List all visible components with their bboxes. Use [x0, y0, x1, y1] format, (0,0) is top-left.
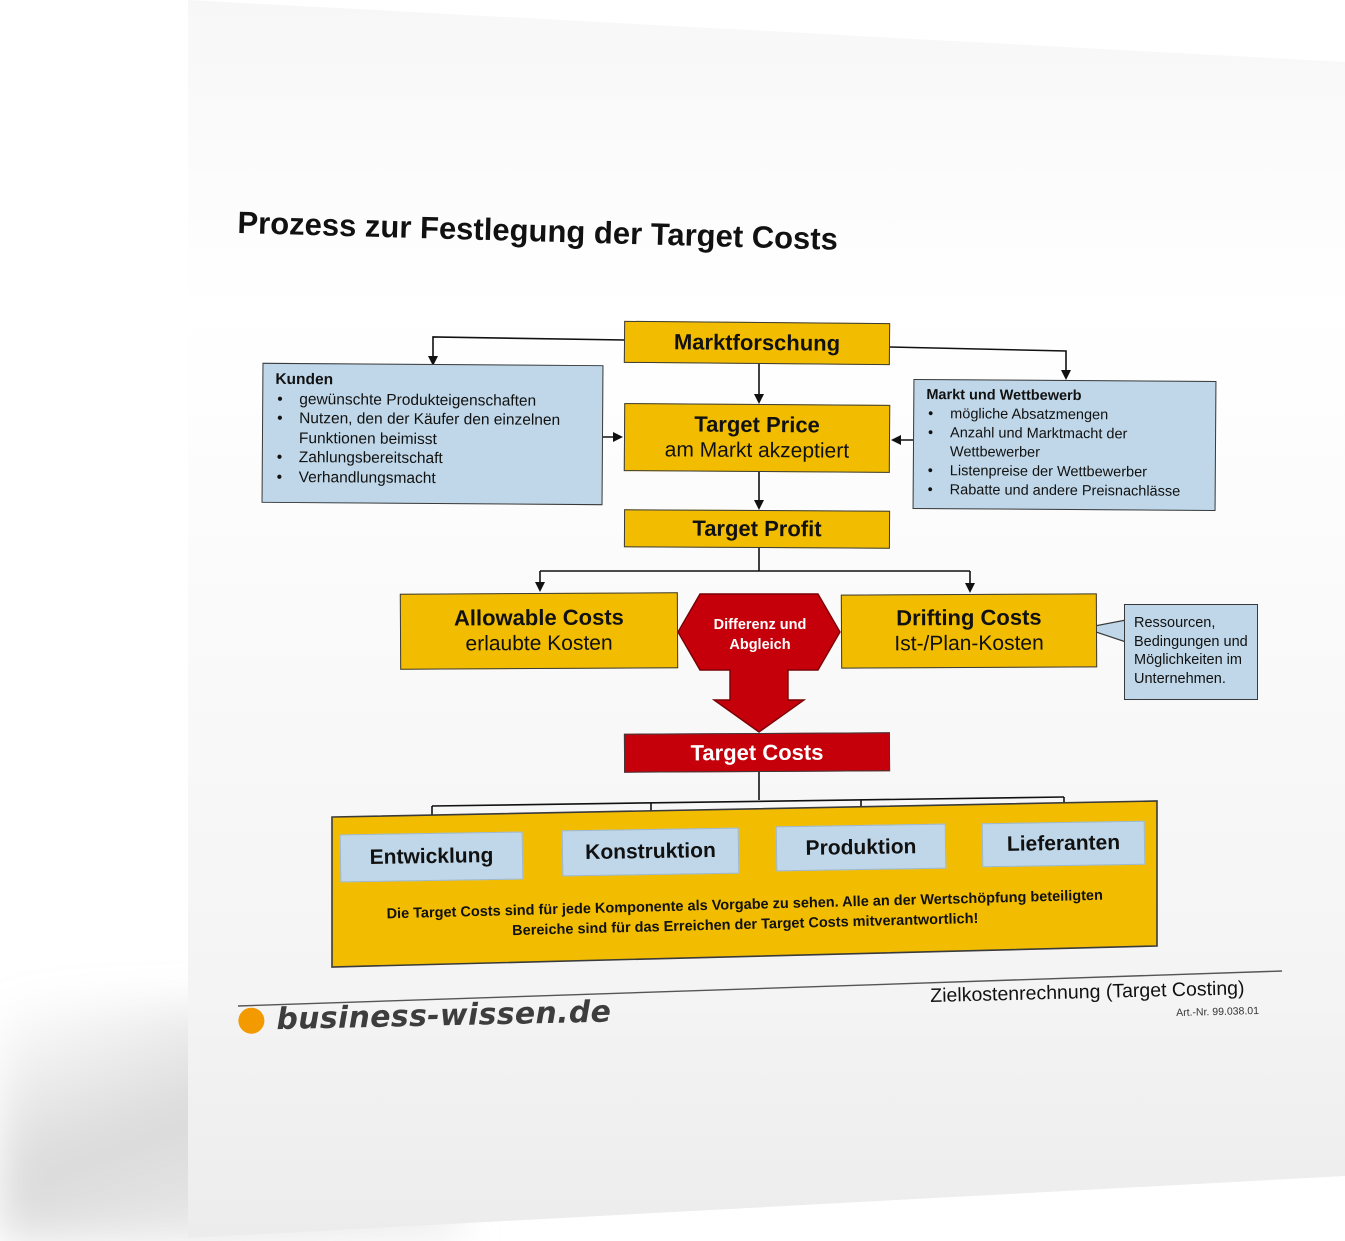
target-costs-label: Target Costs	[690, 739, 824, 765]
department-produktion: Produktion	[775, 823, 947, 872]
department-lieferanten-label: Lieferanten	[1006, 831, 1121, 856]
target-profit-box: Target Profit	[623, 509, 891, 549]
marktforschung-box: Marktforschung	[623, 320, 891, 366]
department-entwicklung-label: Entwicklung	[369, 844, 494, 869]
drifting-costs-title: Drifting Costs	[896, 604, 1042, 631]
drifting-costs-subtitle: Ist-/Plan-Kosten	[894, 631, 1044, 656]
article-number: Art.-Nr. 99.038.01	[1176, 1004, 1260, 1019]
department-produktion-label: Produktion	[805, 834, 917, 860]
target-price-title: Target Price	[694, 411, 820, 438]
logo-dot-icon	[238, 1006, 265, 1034]
kunden-item: Zahlungsbereitschaft	[275, 448, 592, 470]
ressourcen-callout	[1124, 604, 1258, 700]
markt-heading: Markt und Wettbewerb	[926, 387, 1082, 405]
allowable-costs-box: Allowable Costs erlaubte Kosten	[399, 592, 679, 670]
drifting-costs-box: Drifting Costs Ist-/Plan-Kosten	[840, 593, 1098, 669]
allowable-costs-subtitle: erlaubte Kosten	[465, 631, 613, 656]
kunden-list: gewünschte Produkteigenschaften Nutzen, …	[275, 389, 593, 489]
department-konstruktion-label: Konstruktion	[584, 838, 716, 865]
kunden-box: Kunden gewünschte Produkteigenschaften N…	[261, 362, 604, 506]
department-konstruktion: Konstruktion	[561, 827, 740, 877]
difference-label: Differenz und Abgleich	[697, 615, 823, 655]
marktforschung-label: Marktforschung	[673, 329, 841, 356]
markt-list: mögliche Absatzmengen Anzahl und Marktma…	[926, 405, 1206, 502]
difference-label-line1: Differenz und	[713, 617, 807, 633]
markt-item: mögliche Absatzmengen	[926, 405, 1205, 426]
target-costs-box: Target Costs	[623, 732, 891, 773]
kunden-item: Nutzen, den der Käufer den einzelnen Fun…	[275, 409, 592, 450]
markt-wettbewerb-box: Markt und Wettbewerb mögliche Absatzmeng…	[912, 378, 1217, 512]
allowable-costs-title: Allowable Costs	[453, 604, 624, 631]
department-entwicklung: Entwicklung	[339, 831, 524, 883]
markt-item: Listenpreise der Wettbewerber	[926, 462, 1205, 483]
ressourcen-callout-text: Ressourcen, Bedingungen und Möglichkeite…	[1134, 615, 1248, 687]
target-profit-label: Target Profit	[692, 515, 822, 542]
markt-item: Anzahl und Marktmacht der Wettbewerber	[926, 424, 1205, 464]
difference-label-line2: Abgleich	[729, 637, 791, 653]
target-price-box: Target Price am Markt akzeptiert	[623, 403, 891, 473]
markt-item: Rabatte und andere Preisnachlässe	[926, 481, 1205, 502]
difference-arrow-shape	[677, 593, 841, 733]
department-lieferanten: Lieferanten	[981, 820, 1146, 868]
target-price-subtitle: am Markt akzeptiert	[664, 438, 850, 463]
kunden-item: gewünschte Produkteigenschaften	[275, 389, 592, 411]
kunden-heading: Kunden	[275, 370, 334, 389]
kunden-item: Verhandlungsmacht	[275, 467, 592, 489]
